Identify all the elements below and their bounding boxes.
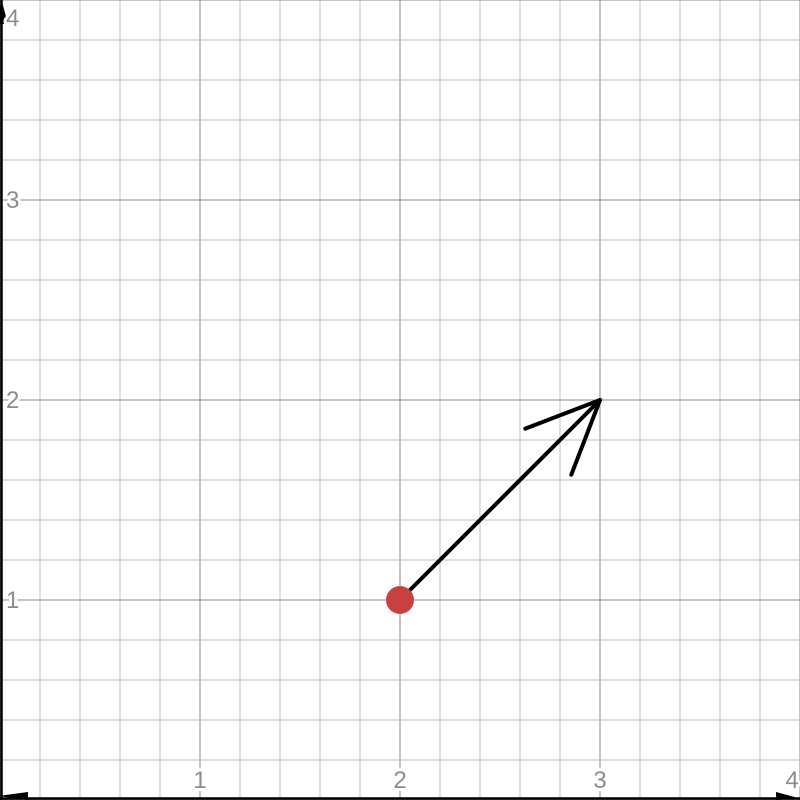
- plot-marks: [386, 398, 602, 614]
- vector-arrowhead-icon: [523, 398, 602, 477]
- vector-shaft: [398, 398, 602, 602]
- x-tick-label-halo: 2: [393, 767, 406, 794]
- x-tick-label-halo: 4: [785, 767, 798, 794]
- y-tick-label-halo: 1: [6, 587, 19, 614]
- y-tick-label: 1: [6, 587, 19, 614]
- y-tick-label-halo: 4: [6, 5, 19, 32]
- x-tick-label: 4: [785, 767, 798, 794]
- x-tick-label-halo: 1: [193, 767, 206, 794]
- y-tick-label-halo: 2: [6, 387, 19, 414]
- x-tick-label-halo: 3: [593, 767, 606, 794]
- x-tick-label: 2: [393, 767, 406, 794]
- x-axis-arrow-icon: [776, 792, 800, 800]
- y-tick-label: 4: [6, 5, 19, 32]
- data-point[interactable]: [386, 586, 414, 614]
- x-tick-label: 1: [193, 767, 206, 794]
- y-tick-label: 2: [6, 387, 19, 414]
- y-tick-label-halo: 3: [6, 187, 19, 214]
- y-tick-label: 3: [6, 187, 19, 214]
- x-tick-label: 3: [593, 767, 606, 794]
- x-axis-neg-arrow-icon: [0, 792, 28, 800]
- y-axis-arrow-icon: [0, 0, 8, 24]
